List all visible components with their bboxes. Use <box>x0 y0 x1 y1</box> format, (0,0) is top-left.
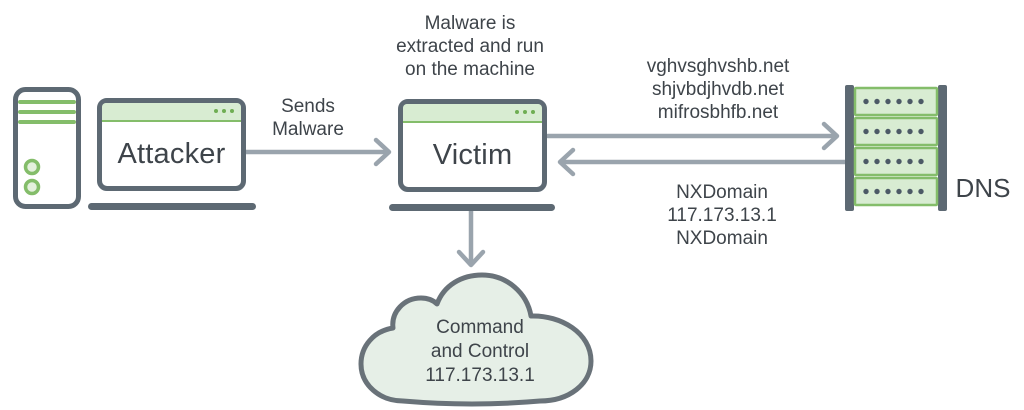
malware-extracted-note: Malware is extracted and run on the mach… <box>396 13 544 80</box>
window-dots-icon <box>214 109 234 113</box>
dot-icon <box>214 109 218 113</box>
victim-window-titlebar <box>403 104 542 123</box>
window-dots-icon <box>515 110 535 114</box>
attacker-label: Attacker <box>117 137 226 170</box>
victim-window-body: Victim <box>403 123 542 187</box>
arrow-victim-to-c2 <box>456 208 486 268</box>
arrow-dns-to-victim <box>557 147 854 177</box>
arrow-victim-to-dns <box>545 121 840 151</box>
attacker-window: Attacker <box>97 98 246 191</box>
attacker-tower-icon <box>13 87 81 209</box>
sends-malware-label: Sends Malware <box>272 96 344 140</box>
dns-label: DNS <box>955 173 1011 203</box>
attacker-laptop-base <box>88 203 256 210</box>
victim-label: Victim <box>432 138 513 171</box>
command-control-cloud-icon <box>358 272 594 407</box>
arrow-attacker-to-victim <box>243 137 392 167</box>
attacker-window-body: Attacker <box>102 122 241 186</box>
dot-icon <box>230 109 234 113</box>
dot-icon <box>222 109 226 113</box>
server-led-dots <box>863 98 924 195</box>
dot-icon <box>531 110 535 114</box>
victim-window: Victim <box>398 99 547 192</box>
dot-icon <box>523 110 527 114</box>
dns-query-domains: vghvsghvshb.net shjvbdjhvdb.net mifrosbh… <box>646 56 790 123</box>
dns-server-icon <box>845 85 947 211</box>
attacker-window-titlebar <box>102 103 241 122</box>
victim-laptop-base <box>389 204 555 211</box>
command-control-label: Command and Control 117.173.13.1 <box>425 317 535 386</box>
dns-response-values: NXDomain 117.173.13.1 NXDomain <box>667 182 777 249</box>
dot-icon <box>515 110 519 114</box>
